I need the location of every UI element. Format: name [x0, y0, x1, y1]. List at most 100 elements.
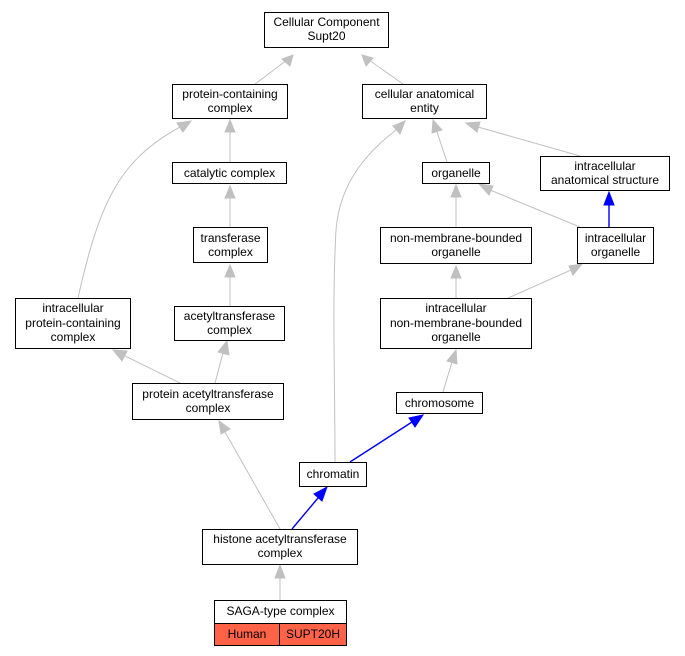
node-box: [172, 162, 287, 184]
arrowhead: [274, 563, 286, 579]
node-label-line: protein-containing: [25, 316, 120, 330]
arrowhead: [281, 54, 294, 67]
node-non-membrane-bounded-organelle[interactable]: non-membrane-bounded organelle: [380, 227, 532, 264]
node-intracellular-organelle[interactable]: intracellular organelle: [577, 227, 654, 264]
node-label-line: catalytic complex: [184, 166, 275, 180]
edge-histone-acetyltransferase-complex-to-protein-acetyltransferase-complex: [224, 431, 281, 530]
edge-cellular-anatomical-entity-to-root: [368, 59, 404, 85]
edge-chromosome-to-intracellular-non-membrane-bounded-organelle: [442, 361, 453, 393]
node-saga-type-complex[interactable]: SAGA-type complex Human SUPT20H: [214, 600, 347, 646]
node-label-line: intracellular: [42, 301, 103, 315]
node-box: [299, 462, 367, 487]
node-label-line: transferase: [200, 231, 260, 245]
node-label-line: complex: [207, 323, 252, 337]
node-root[interactable]: Cellular Component Supt20: [264, 12, 389, 48]
node-label-line: non-membrane-bounded: [390, 316, 522, 330]
arrowhead: [313, 485, 328, 502]
gene-label: SUPT20H: [286, 627, 340, 641]
node-transferase-complex[interactable]: transferase complex: [193, 227, 268, 263]
node-intracellular-protein-containing-complex[interactable]: intracellular protein-containing complex: [15, 298, 131, 349]
node-box: [172, 84, 288, 119]
node-label-line: protein-containing: [182, 87, 277, 101]
arrowhead: [176, 120, 193, 133]
node-label-line: intracellular: [425, 301, 486, 315]
node-label-line: Supt20: [307, 29, 345, 43]
node-label-line: acetyltransferase: [184, 309, 276, 323]
arrowhead: [603, 190, 615, 206]
node-label-line: organelle: [431, 166, 481, 180]
node-label-line: intracellular: [585, 231, 646, 245]
node-label-line: entity: [410, 101, 439, 115]
edge-intracellular-non-membrane-bounded-organelle-to-intracellular-organelle: [507, 269, 572, 299]
arrowhead: [111, 349, 128, 362]
node-organelle[interactable]: organelle: [422, 162, 490, 184]
edge-intracellular-protein-containing-complex-to-protein-containing-complex: [77, 126, 181, 299]
edge-protein-containing-complex-to-root: [254, 59, 288, 85]
arrowhead: [217, 339, 230, 356]
node-label-line: complex: [258, 546, 303, 560]
node-box: [540, 156, 670, 191]
node-box: [132, 383, 284, 420]
arrowhead: [464, 121, 481, 133]
node-box: [193, 227, 268, 263]
edge-chromatin-to-cellular-anatomical-entity: [333, 129, 397, 463]
arrowhead: [450, 183, 462, 198]
node-cellular-anatomical-entity[interactable]: cellular anatomical entity: [362, 84, 487, 119]
node-box: [396, 392, 483, 414]
node-label-line: anatomical structure: [551, 173, 659, 187]
arrowhead: [392, 120, 406, 135]
node-protein-containing-complex[interactable]: protein-containing complex: [172, 84, 288, 119]
node-label-line: chromatin: [307, 467, 360, 481]
node-box: [577, 227, 654, 264]
arrowhead: [408, 414, 425, 428]
node-label-line: intracellular: [574, 159, 635, 173]
edge-intracellular-organelle-to-organelle: [489, 189, 581, 228]
edge-protein-acetyltransferase-complex-to-acetyltransferase-complex: [214, 352, 224, 384]
edge-protein-acetyltransferase-complex-to-intracellular-protein-containing-complex: [124, 355, 181, 384]
edge-organelle-to-cellular-anatomical-entity: [436, 131, 448, 163]
arrowhead: [568, 263, 584, 276]
edge-chromatin-part-of-chromosome: [349, 421, 413, 463]
node-box: [380, 298, 532, 349]
node-label-line: organelle: [431, 330, 481, 344]
node-box: [15, 298, 131, 349]
node-box: [202, 529, 358, 565]
node-intracellular-anatomical-structure[interactable]: intracellular anatomical structure: [540, 156, 670, 191]
gene-cell: [279, 623, 347, 646]
node-label-line: organelle: [591, 245, 641, 259]
arrowhead: [450, 264, 462, 279]
node-label-line: organelle: [431, 245, 481, 259]
node-acetyltransferase-complex[interactable]: acetyltransferase complex: [174, 306, 285, 341]
node-label-line: cellular anatomical: [375, 87, 474, 101]
edge-intracellular-anatomical-structure-to-cellular-anatomical-entity: [477, 126, 581, 157]
node-box: [174, 306, 285, 341]
arrowhead: [224, 184, 236, 199]
node-chromatin[interactable]: chromatin: [299, 462, 367, 487]
node-label-line: protein acetyltransferase: [142, 387, 274, 401]
arrowhead: [218, 419, 231, 435]
node-label-line: SAGA-type complex: [226, 604, 334, 618]
arrowhead: [224, 263, 236, 278]
species-label: Human: [228, 627, 267, 641]
arrowhead: [446, 348, 458, 365]
arrowhead: [431, 118, 443, 134]
arrowhead: [477, 183, 494, 196]
node-catalytic-complex[interactable]: catalytic complex: [172, 162, 287, 184]
edges: [77, 54, 615, 600]
node-chromosome[interactable]: chromosome: [396, 392, 483, 414]
node-protein-acetyltransferase-complex[interactable]: protein acetyltransferase complex: [132, 383, 284, 420]
node-label-line: chromosome: [405, 396, 475, 410]
node-box: [422, 162, 490, 184]
node-box: [362, 84, 487, 119]
node-histone-acetyltransferase-complex[interactable]: histone acetyltransferase complex: [202, 529, 358, 565]
node-label-line: complex: [208, 101, 253, 115]
node-box: [264, 12, 389, 48]
edge-histone-acetyltransferase-complex-part-of-chromatin: [291, 497, 319, 530]
node-intracellular-non-membrane-bounded-organelle[interactable]: intracellular non-membrane-bounded organ…: [380, 298, 532, 349]
node-label-line: complex: [186, 401, 231, 415]
node-box: [380, 227, 532, 264]
node-label-line: Cellular Component: [273, 15, 380, 29]
node-label-line: complex: [51, 330, 96, 344]
arrowhead: [224, 118, 236, 133]
